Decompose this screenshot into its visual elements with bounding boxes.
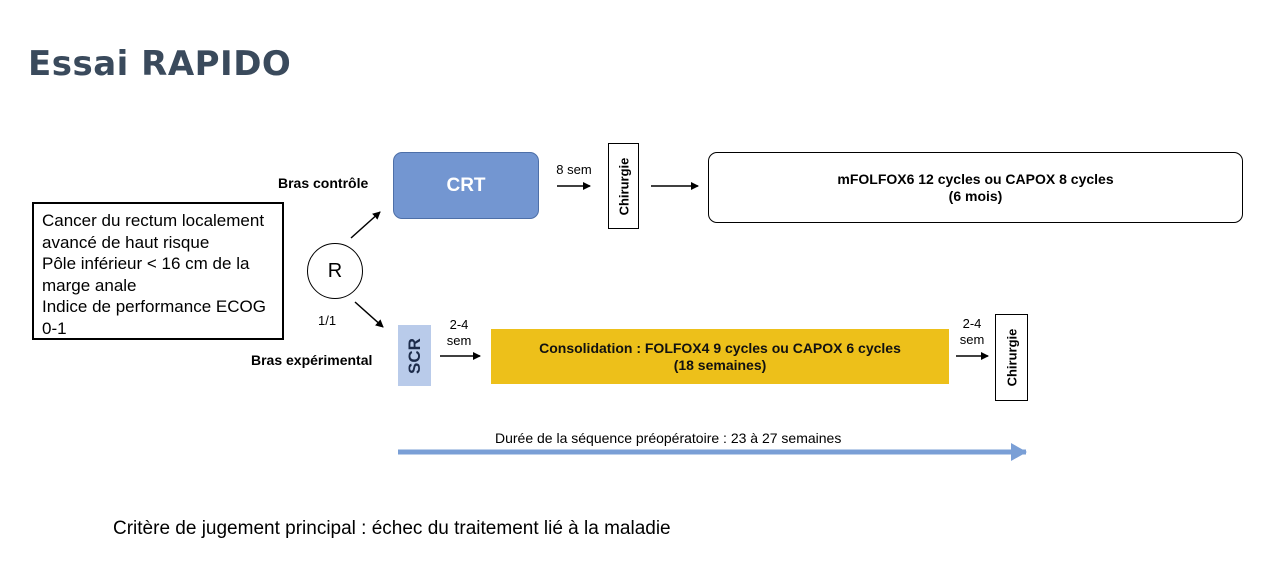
control-surgery-label: Chirurgie	[616, 157, 632, 215]
control-arm-label: Bras contrôle	[278, 175, 369, 191]
patient-criteria-box: Cancer du rectum localement avancé de ha…	[32, 202, 284, 340]
randomization-label: R	[327, 259, 343, 282]
experimental-interval-2: 2-4 sem	[953, 316, 991, 348]
scr-label: SCR	[404, 337, 424, 374]
control-surgery-box: Chirurgie	[608, 143, 639, 229]
interval-unit: sem	[446, 333, 472, 348]
criteria-line: marge anale	[42, 275, 137, 295]
preoperative-duration-label: Durée de la séquence préopératoire : 23 …	[495, 430, 842, 446]
interval-value: 2-4	[449, 317, 469, 332]
adjuvant-chemo-box: mFOLFOX6 12 cycles ou CAPOX 8 cycles (6 …	[708, 152, 1243, 223]
arrow-to-experimental	[354, 301, 384, 328]
criteria-line: avancé de haut risque	[42, 232, 210, 252]
interval-unit: sem	[959, 332, 985, 347]
adjuvant-duration: (6 mois)	[948, 187, 1003, 204]
interval-value: 2-4	[962, 316, 982, 331]
experimental-interval-1: 2-4 sem	[440, 317, 478, 349]
crt-box: CRT	[393, 152, 539, 219]
criteria-line: Pôle inférieur < 16 cm de la	[42, 254, 250, 273]
consolidation-duration: (18 semaines)	[673, 356, 767, 373]
experimental-surgery-label: Chirurgie	[1004, 328, 1020, 387]
crt-label: CRT	[446, 174, 486, 196]
criteria-line: 0-1	[42, 318, 67, 338]
randomization-node: R	[307, 243, 363, 299]
control-interval: 8 sem	[556, 162, 592, 177]
page-title: Essai RAPIDO	[28, 44, 292, 84]
consolidation-line: Consolidation : FOLFOX4 9 cycles ou CAPO…	[539, 339, 901, 356]
adjuvant-line: mFOLFOX6 12 cycles ou CAPOX 8 cycles	[837, 170, 1114, 187]
experimental-surgery-box: Chirurgie	[995, 314, 1028, 401]
criteria-line: Indice de performance ECOG	[42, 297, 266, 316]
criteria-line: Cancer du rectum localement	[42, 211, 265, 230]
experimental-arm-label: Bras expérimental	[251, 352, 373, 368]
scr-box: SCR	[398, 325, 431, 386]
arrow-to-control	[350, 211, 381, 239]
consolidation-box: Consolidation : FOLFOX4 9 cycles ou CAPO…	[491, 329, 949, 384]
primary-endpoint: Critère de jugement principal : échec du…	[113, 518, 671, 539]
randomization-ratio: 1/1	[318, 313, 337, 328]
